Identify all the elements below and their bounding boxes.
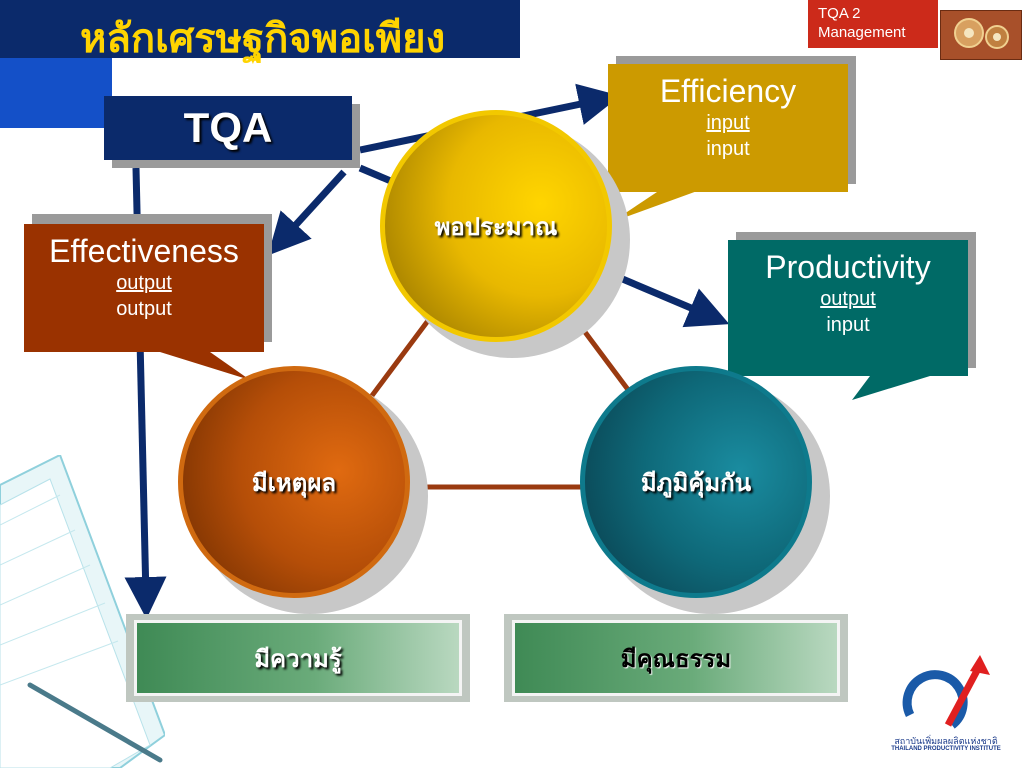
logo-name-english: THAILAND PRODUCTIVITY INSTITUTE bbox=[891, 746, 1001, 752]
immunity-label: มีภูมิคุ้มกัน bbox=[640, 468, 752, 497]
moderation-label: พอประมาณ bbox=[434, 212, 558, 241]
immunity-circle: มีภูมิคุ้มกัน bbox=[580, 366, 812, 598]
connector-line bbox=[362, 316, 433, 407]
efficiency-callout: Efficiency input input bbox=[608, 64, 848, 192]
efficiency-callout-tail bbox=[612, 190, 700, 222]
pen-icon bbox=[27, 682, 163, 763]
effectiveness-numerator: output bbox=[116, 272, 172, 294]
knowledge-label: มีความรู้ bbox=[254, 644, 342, 673]
tqa-label: TQA bbox=[104, 96, 352, 160]
effectiveness-callout: Effectiveness output output bbox=[24, 224, 264, 352]
moderation-circle: พอประมาณ bbox=[380, 110, 612, 342]
tpi-logo-icon bbox=[902, 655, 990, 729]
arrow-to-effectiveness bbox=[267, 169, 347, 256]
page-title: หลักเศรษฐกิจพอเพียง bbox=[80, 16, 446, 62]
productivity-denominator: input bbox=[826, 314, 870, 336]
productivity-title: Productivity bbox=[765, 249, 931, 285]
morality-condition-bar: มีคุณธรรม bbox=[512, 620, 840, 696]
tqa-management-tag: TQA 2 Management bbox=[808, 0, 938, 48]
reasonableness-circle: มีเหตุผล bbox=[178, 366, 410, 598]
efficiency-title: Efficiency bbox=[659, 73, 797, 109]
knowledge-condition-bar: มีความรู้ bbox=[134, 620, 462, 696]
reasonableness-label: มีเหตุผล bbox=[251, 468, 337, 497]
header-thumbnail-image bbox=[940, 10, 1022, 60]
productivity-callout-tail bbox=[852, 376, 930, 400]
productivity-callout: Productivity output input bbox=[728, 240, 968, 376]
notepad-illustration bbox=[0, 455, 165, 768]
efficiency-numerator: input bbox=[706, 112, 750, 134]
effectiveness-title: Effectiveness bbox=[49, 233, 239, 269]
gears-illustration-icon bbox=[954, 18, 1009, 49]
effectiveness-callout-tail bbox=[160, 352, 250, 380]
tag-line-1: TQA 2 bbox=[818, 5, 861, 22]
effectiveness-denominator: output bbox=[116, 298, 172, 320]
title-bar bbox=[0, 0, 520, 58]
morality-label: มีคุณธรรม bbox=[620, 644, 732, 673]
title-accent-block bbox=[0, 58, 112, 128]
logo-name-thai: สถาบันเพิ่มผลผลิตแห่งชาติ bbox=[894, 737, 998, 747]
tag-line-2: Management bbox=[818, 24, 906, 41]
productivity-numerator: output bbox=[820, 288, 876, 310]
efficiency-denominator: input bbox=[706, 138, 750, 160]
